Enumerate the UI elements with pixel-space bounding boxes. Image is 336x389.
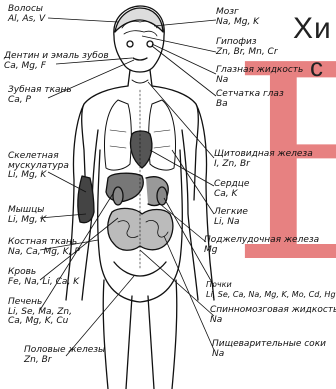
thyroid-shape: [132, 80, 148, 83]
leader-retina: [152, 46, 216, 96]
heart-shape: [130, 131, 151, 168]
label-brain: Мозг Na, Mg, K: [216, 8, 259, 27]
lung-right: [149, 100, 176, 170]
kidney-left: [113, 187, 123, 205]
mouth: [133, 58, 147, 60]
leader-hair: [48, 18, 118, 22]
label-dentin-enamel: Дентин и эмаль зубов Ca, Mg, F: [4, 52, 109, 71]
intestines: [108, 208, 173, 250]
label-dental-tissue: Зубная ткань Ca, P: [8, 86, 72, 105]
label-retina: Сетчатка глаз Ba: [216, 90, 284, 109]
label-pituitary: Гипофиз Zn, Br, Mn, Cr: [216, 38, 278, 57]
label-hair: Волосы Al, As, V: [8, 5, 45, 24]
leader-gonads: [66, 276, 134, 356]
label-bone-tissue: Костная ткань Na, Ca, Mg, K, P: [8, 238, 80, 257]
label-skeletal-muscle: Скелетная мускулатура Li, Mg, K: [8, 152, 69, 181]
label-gonads: Половые железы Zn, Br: [24, 346, 105, 365]
label-digestive-juices: Пищеварительные соки Na: [212, 340, 326, 359]
label-muscles: Мышцы Li, Mg, K: [8, 206, 46, 225]
label-blood: Кровь Fe, Na, Li, Ca, K: [8, 268, 79, 287]
lung-left: [105, 100, 132, 170]
label-lungs: Легкие Li, Na: [214, 208, 248, 227]
legs: [103, 280, 177, 389]
leader-ocular: [152, 44, 216, 74]
label-pancreas: Поджелудочная железа Mg: [204, 236, 319, 255]
eye-left: [127, 41, 133, 47]
label-liver: Печень Li, Se, Ma, Zn, Ca, Mg, K, Cu: [8, 298, 72, 327]
skeletal-muscle-band: [78, 176, 94, 223]
label-kidneys: Почки Li, Se, Ca, Na, Mg, K, Mo, Cd, Hg: [206, 280, 336, 299]
label-thyroid: Щитовидная железа I, Zn, Br: [214, 150, 313, 169]
label-heart: Сердце Ca, K: [214, 180, 249, 199]
kidney-right: [157, 187, 167, 205]
label-ocular-fluid: Глазная жидкость Na: [216, 66, 303, 85]
liver-shape: [106, 173, 143, 201]
label-csf: Спинномозговая жидкость Na: [210, 306, 336, 325]
